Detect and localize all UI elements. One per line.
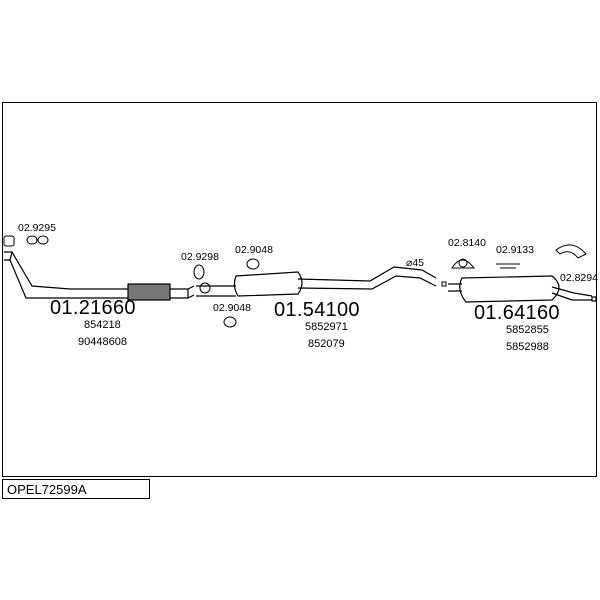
accessory-label-mount: 02.9048 (235, 244, 273, 256)
rear-silencer-shape (448, 275, 597, 303)
accessory-label-gasket: 02.9295 (18, 222, 56, 234)
diameter-label: ⌀45 (406, 257, 425, 269)
accessory-label-rear-clamp: 02.8294 (560, 272, 598, 284)
accessory-label-rear-mount-b: 02.9133 (496, 244, 534, 256)
clamp-icon (193, 258, 260, 328)
front-pipe-shape (4, 251, 195, 301)
joint-marker (441, 281, 447, 287)
ref-front-pipe-2: 90448608 (78, 336, 127, 348)
accessory-label-mount-lower: 02.9048 (213, 302, 251, 314)
ref-rear-silencer-1: 5852855 (506, 324, 549, 336)
rear-mount-icon (451, 244, 587, 269)
accessory-label-clamp: 02.9298 (181, 251, 219, 263)
middle-silencer-shape (196, 266, 437, 297)
part-number-rear-silencer: 01.64160 (474, 302, 560, 324)
vehicle-code-box: OPEL72599A (2, 479, 150, 499)
ref-front-pipe-1: 854218 (84, 319, 121, 331)
part-number-middle-silencer: 01.54100 (274, 299, 360, 321)
ref-middle-silencer-2: 852079 (308, 338, 345, 350)
accessory-label-rear-mount: 02.8140 (448, 237, 486, 249)
vehicle-code: OPEL72599A (7, 482, 87, 497)
ref-middle-silencer-1: 5852971 (305, 321, 348, 333)
diagram-frame (2, 102, 597, 477)
part-number-front-pipe: 01.21660 (50, 297, 136, 319)
front-gasket-icon (3, 235, 49, 247)
ref-rear-silencer-2: 5852988 (506, 341, 549, 353)
